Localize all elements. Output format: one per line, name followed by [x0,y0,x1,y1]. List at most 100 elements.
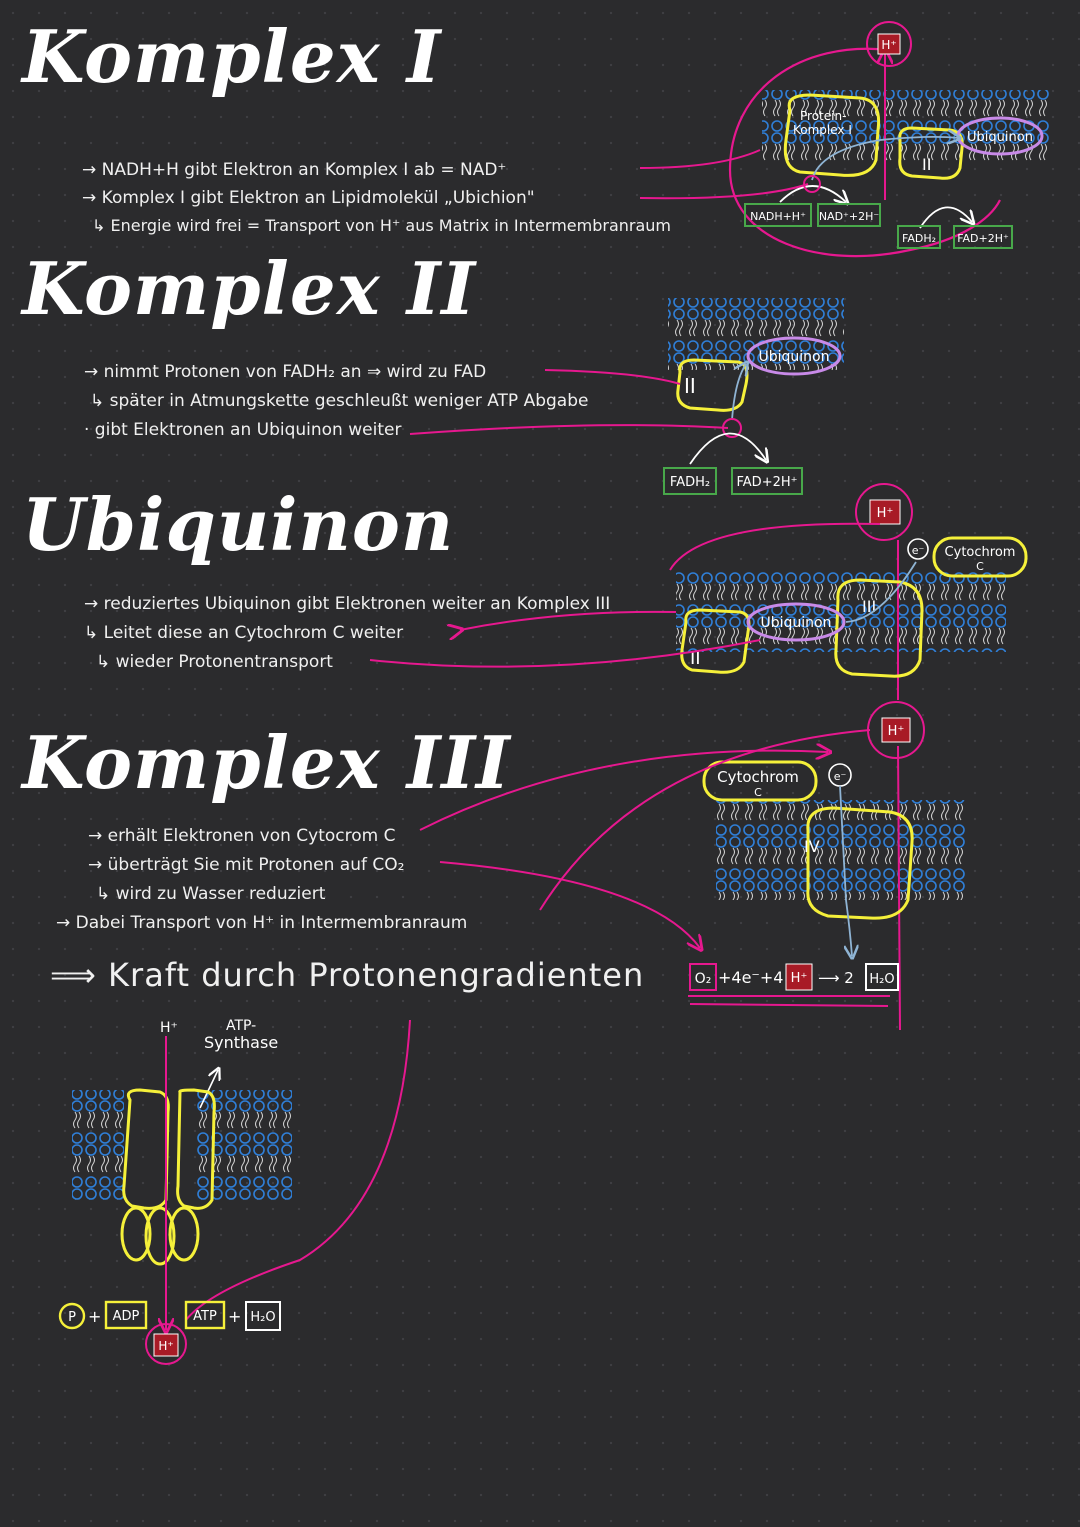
nad-label: NAD⁺+2H⁻ [819,210,880,223]
note-komplex1-line1: → NADH+H gibt Elektron an Komplex I ab =… [82,160,507,180]
complex3-shape [834,578,924,678]
diagram-komplex-2: II Ubiquinon FADH₂ FAD+2H⁺ [409,298,844,495]
fadh2-box-2 [663,467,717,495]
nadh-arc [779,185,846,202]
diagram-atp-synthase: H⁺ ATP- Synthase P + ADP ATP + H₂O H⁺ [58,1018,411,1365]
fad-label-1: FAD+2H⁺ [957,232,1009,245]
h-label-1: H⁺ [881,38,896,52]
note-komplex3-line2: → überträgt Sie mit Protonen auf CO₂ [88,855,405,875]
heading-ubiquinon: Ubiquinon [22,482,455,567]
atp-synthase-label-2: Synthase [204,1033,278,1052]
atp-gradient-curve [185,1019,411,1321]
h-ring-1 [866,21,912,67]
proton-line-4 [897,745,901,1031]
note-ubiquinon-line2: ↳ Leitet diese an Cytochrom C weiter [84,623,404,643]
loop-3 [669,522,881,571]
note-komplex1-line2: → Komplex I gibt Elektron an Lipidmolekü… [82,188,535,208]
nadh-box [744,203,812,227]
electron-flow-4 [839,785,852,956]
h-box-3 [869,499,901,525]
atp-h-label: H⁺ [160,1020,178,1036]
connector-note3b [460,610,677,630]
plus-2: + [228,1307,241,1326]
note-komplex3-line3: ↳ wird zu Wasser reduziert [96,884,326,904]
eq-h-box [785,963,813,991]
protein-complex-1-shape [783,93,881,177]
cytochrom-label-4a: Cytochrom [717,768,799,786]
atp-synthase-label-1: ATP- [226,1018,256,1034]
atp-stator-right [176,1088,216,1210]
ubiquinon-label-2: Ubiquinon [759,349,830,365]
p-circle [58,1302,86,1330]
loop-4 [539,729,871,911]
h-label-4: H⁺ [888,724,905,739]
membrane-1 [762,90,1050,162]
complex2-shape-3 [680,608,751,674]
heading-komplex-2: Komplex II [22,246,477,331]
h-bottom-label: H⁺ [158,1339,173,1353]
h-ring-atp [145,1323,187,1365]
eq-mid: +4e⁻+4 [718,968,783,987]
ubiquinon-label-1: Ubiquinon [967,130,1033,145]
eq-h: H⁺ [791,971,808,986]
complex2-shape-1 [898,126,964,180]
fadh2-label-1: FADH₂ [902,232,936,245]
atp-head-3 [168,1206,200,1262]
atp-head-2 [144,1206,176,1266]
complex2-label-3: II [690,648,701,669]
h2o-label-atp: H₂O [250,1310,275,1325]
note-komplex2-line2: ↳ später in Atmungskette geschleußt weni… [90,391,589,411]
diagram-ubiquinon: H⁺ e⁻ Cytochrom C III II Ubiquinon [369,483,1028,700]
note-komplex2-line1: → nimmt Protonen von FADH₂ an ⇒ wird zu … [84,362,487,382]
fadh2-box-1 [897,225,941,249]
electron-flow-1 [811,137,958,181]
fadh2-arc-1 [919,206,972,229]
complex4-shape [806,806,914,920]
adp-box [104,1300,148,1330]
h2o-box-atp [245,1301,281,1331]
membrane-2 [668,298,844,370]
note-komplex1-line3: ↳ Energie wird frei = Transport von H⁺ a… [92,216,671,235]
fad-box-2 [731,467,803,495]
electron-flow-3 [845,561,917,623]
eq-underline-2 [689,1003,889,1007]
cytochrom-label-3a: Cytochrom [945,545,1016,560]
cytochrom-box-4 [702,760,818,802]
nadh-label: NADH+H⁺ [750,210,806,223]
connector-note2b [409,424,729,435]
connector-note4b [439,861,700,948]
eq-h2o-box [865,963,899,991]
note-komplex2-line3: · gibt Elektronen an Ubiquinon weiter [84,420,402,440]
fad-label-2: FAD+2H⁺ [737,475,798,490]
complex3-label: III [862,597,876,616]
connector-note2 [544,369,681,385]
atp-box [184,1300,226,1330]
protein-label-2: Komplex I [793,123,852,137]
atp-head-1 [120,1206,152,1262]
adp-label: ADP [113,1309,140,1324]
complex2-shape-2 [676,358,749,412]
eq-o2-box [689,963,717,991]
atp-label: ATP [193,1309,217,1324]
fad-box-1 [953,225,1013,249]
cytochrom-box-3 [932,536,1028,578]
cytochrom-label-4b: C [754,786,762,799]
fadh2-label-2: FADH₂ [670,475,710,490]
note-komplex3-line4: → Dabei Transport von H⁺ in Intermembran… [56,913,468,933]
protein-label-1: Protein- [800,109,846,123]
conclusion-text: ⟹ Kraft durch Protonengradienten [50,956,645,994]
nad-box [817,203,881,227]
ubiquinon-oval-2 [746,336,842,376]
atp-pointer [199,1070,218,1109]
note-ubiquinon-line1: → reduziertes Ubiquinon gibt Elektronen … [84,594,611,614]
e-circle-3 [907,538,929,560]
ubiquinon-oval-3 [746,602,846,642]
connector-note3 [369,639,761,668]
eq-arrow: ⟶ 2 [818,969,854,987]
fadh2-arc-2 [689,432,766,464]
ubiquinon-label-3: Ubiquinon [761,615,832,631]
diagram-komplex-3: H⁺ Cytochrom C e⁻ IV O₂ +4e⁻+4 H⁺ ⟶ 2 H₂… [419,701,966,1031]
e-label-4: e⁻ [834,770,847,783]
h-box-4 [881,717,911,743]
